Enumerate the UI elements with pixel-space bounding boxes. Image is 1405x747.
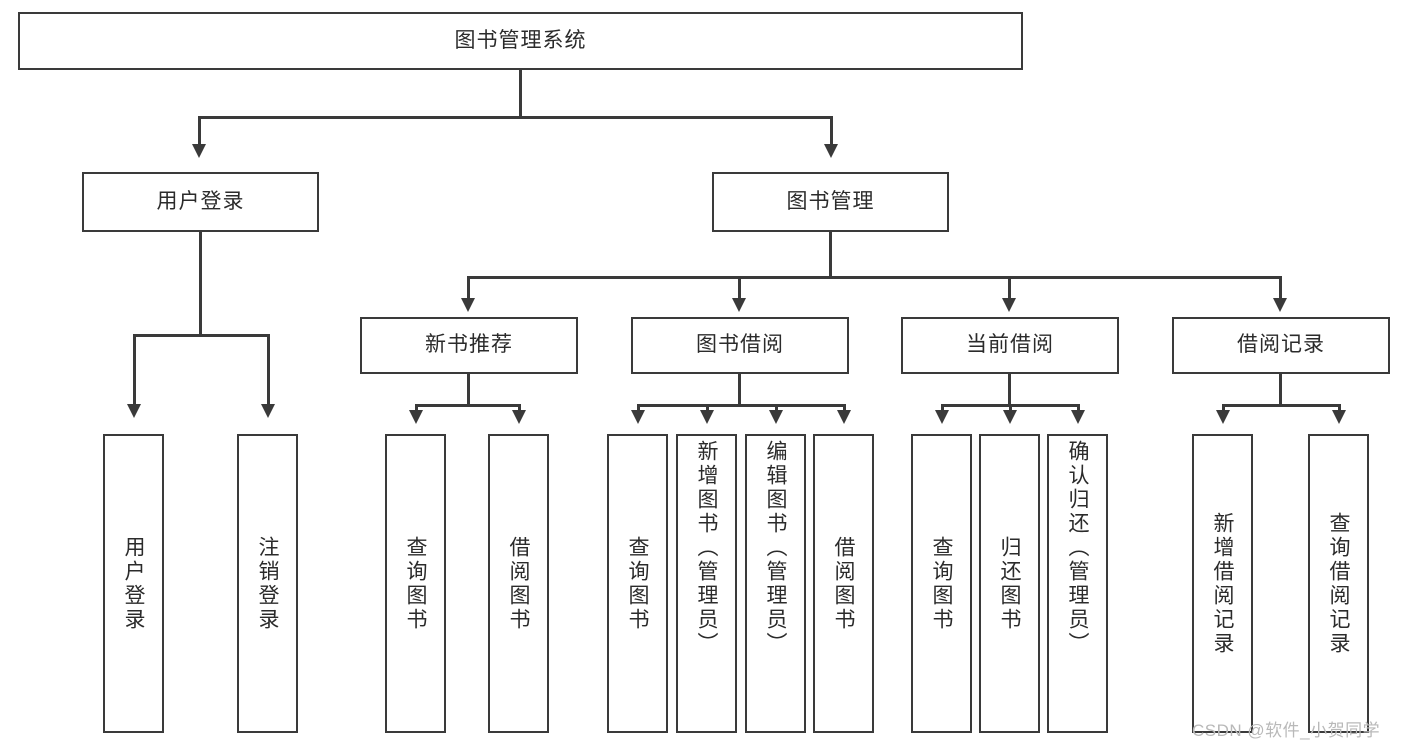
leaf-borrow-edit-book-admin[interactable]: 编辑图书（管理员）	[745, 434, 806, 733]
leaf-record-add-record[interactable]: 新增借阅记录	[1192, 434, 1253, 733]
arrowhead-book-mgmt-to-current	[1002, 298, 1016, 312]
connector-book-borrow-to-edit	[775, 404, 778, 412]
node-label: 当前借阅	[966, 333, 1054, 357]
connector-book-mgmt-stem	[829, 232, 832, 278]
node-label: 图书管理	[786, 189, 875, 213]
arrowhead-record-to-query	[1332, 410, 1346, 424]
arrowhead-root-to-book-mgmt	[824, 144, 838, 158]
node-new-book-recommend[interactable]: 新书推荐	[360, 317, 578, 374]
arrowhead-book-mgmt-to-borrow	[732, 298, 746, 312]
connector-book-mgmt-bus	[467, 276, 1281, 279]
node-label: 查询图书	[626, 535, 649, 632]
arrowhead-book-borrow-to-query	[631, 410, 645, 424]
node-root-system[interactable]: 图书管理系统	[18, 12, 1023, 70]
leaf-record-query-record[interactable]: 查询借阅记录	[1308, 434, 1369, 733]
leaf-current-confirm-return-admin[interactable]: 确认归还（管理员）	[1047, 434, 1108, 733]
arrowhead-book-mgmt-to-record	[1273, 298, 1287, 312]
node-label: 用户登录	[122, 535, 145, 632]
node-borrow-record[interactable]: 借阅记录	[1172, 317, 1390, 374]
arrowhead-book-borrow-to-add	[700, 410, 714, 424]
arrowhead-book-borrow-to-edit	[769, 410, 783, 424]
node-label: 借阅记录	[1237, 333, 1325, 357]
connector-root-stem	[519, 70, 522, 117]
connector-current-to-query	[941, 404, 944, 412]
arrowhead-book-borrow-to-lend	[837, 410, 851, 424]
connector-new-book-to-borrow	[518, 404, 521, 412]
leaf-borrow-query-book[interactable]: 查询图书	[607, 434, 668, 733]
node-label: 编辑图书（管理员）	[764, 440, 787, 656]
node-label: 借阅图书	[832, 535, 855, 632]
connector-book-mgmt-to-new-book	[467, 276, 470, 300]
node-label: 新增借阅记录	[1211, 511, 1234, 656]
connector-book-borrow-to-add	[706, 404, 709, 412]
arrowhead-current-to-confirm	[1071, 410, 1085, 424]
connector-current-to-return	[1009, 404, 1012, 412]
arrowhead-root-to-user-login	[192, 144, 206, 158]
connector-new-book-bus	[415, 404, 520, 407]
arrowhead-new-book-to-query	[409, 410, 423, 424]
arrowhead-book-mgmt-to-new-book	[461, 298, 475, 312]
connector-book-borrow-to-query	[637, 404, 640, 412]
connector-user-login-bus	[133, 334, 267, 337]
leaf-current-return-book[interactable]: 归还图书	[979, 434, 1040, 733]
arrowhead-record-to-add	[1216, 410, 1230, 424]
node-current-borrow[interactable]: 当前借阅	[901, 317, 1119, 374]
leaf-user-login[interactable]: 用户登录	[103, 434, 164, 733]
node-book-management[interactable]: 图书管理	[712, 172, 949, 232]
arrowhead-current-to-return	[1003, 410, 1017, 424]
connector-book-borrow-stem	[738, 374, 741, 406]
leaf-borrow-add-book-admin[interactable]: 新增图书（管理员）	[676, 434, 737, 733]
node-label: 查询图书	[404, 535, 427, 632]
connector-borrow-record-stem	[1279, 374, 1282, 406]
connector-record-to-query	[1338, 404, 1341, 412]
node-label: 图书借阅	[696, 333, 784, 357]
connector-book-borrow-to-lend	[843, 404, 846, 412]
connector-current-to-confirm	[1077, 404, 1080, 412]
connector-user-login-to-logout	[267, 334, 270, 406]
connector-root-to-book-mgmt	[830, 116, 833, 146]
leaf-borrow-lend-book[interactable]: 借阅图书	[813, 434, 874, 733]
connector-new-book-stem	[467, 374, 470, 406]
node-label: 新书推荐	[425, 333, 513, 357]
arrowhead-current-to-query	[935, 410, 949, 424]
connector-user-login-stem	[199, 232, 202, 336]
node-label: 注销登录	[256, 535, 279, 632]
node-label: 借阅图书	[507, 535, 530, 632]
node-label: 用户登录	[156, 189, 245, 213]
connector-book-mgmt-to-current	[1008, 276, 1011, 300]
node-label: 图书管理系统	[454, 28, 587, 52]
connector-root-bus	[198, 116, 832, 119]
node-label: 确认归还（管理员）	[1066, 440, 1089, 656]
connector-user-login-to-login	[133, 334, 136, 406]
connector-book-mgmt-to-record	[1279, 276, 1282, 300]
leaf-user-logout[interactable]: 注销登录	[237, 434, 298, 733]
leaf-recommend-query-book[interactable]: 查询图书	[385, 434, 446, 733]
connector-borrow-record-bus	[1222, 404, 1340, 407]
connector-new-book-to-query	[415, 404, 418, 412]
arrowhead-user-login-to-login	[127, 404, 141, 418]
node-label: 查询借阅记录	[1327, 511, 1350, 656]
connector-book-borrow-bus	[637, 404, 845, 407]
arrowhead-new-book-to-borrow	[512, 410, 526, 424]
node-label: 查询图书	[930, 535, 953, 632]
leaf-recommend-borrow-book[interactable]: 借阅图书	[488, 434, 549, 733]
node-user-login[interactable]: 用户登录	[82, 172, 319, 232]
node-label: 归还图书	[998, 535, 1021, 632]
connector-root-to-user-login	[198, 116, 201, 146]
node-label: 新增图书（管理员）	[695, 440, 718, 656]
connector-record-to-add	[1222, 404, 1225, 412]
connector-current-borrow-stem	[1008, 374, 1011, 406]
arrowhead-user-login-to-logout	[261, 404, 275, 418]
connector-book-mgmt-to-borrow	[738, 276, 741, 300]
leaf-current-query-book[interactable]: 查询图书	[911, 434, 972, 733]
node-book-borrow[interactable]: 图书借阅	[631, 317, 849, 374]
